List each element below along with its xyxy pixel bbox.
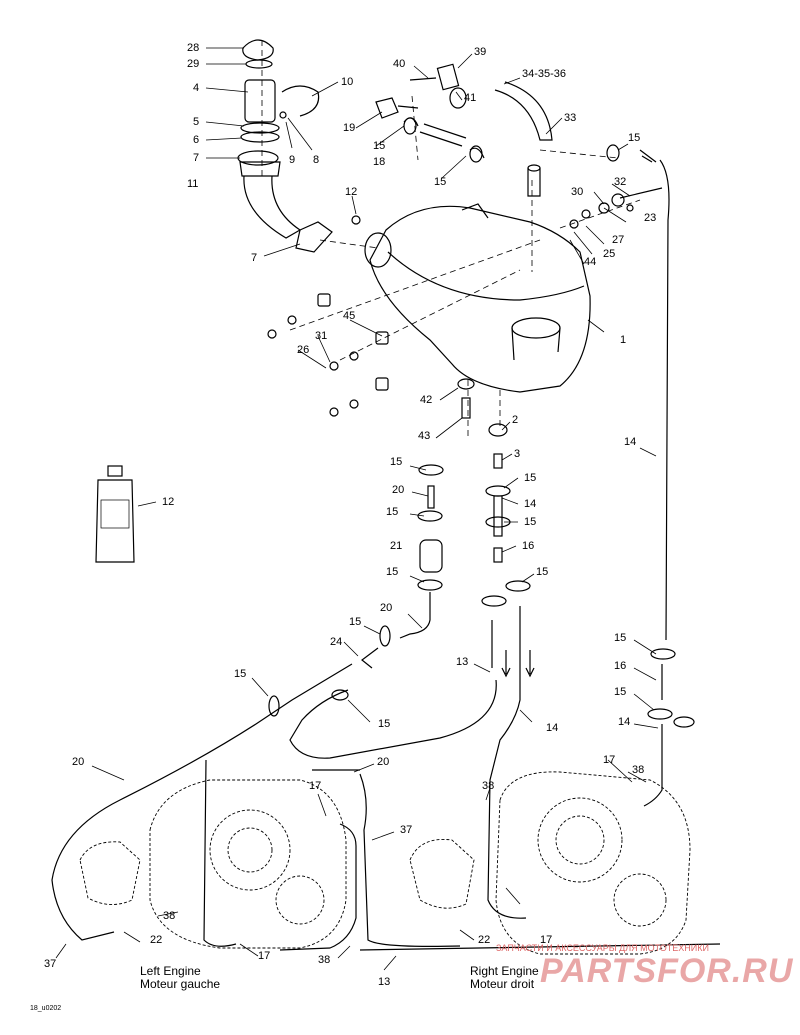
callout-4: 4: [193, 82, 200, 94]
callout-37: 37: [400, 824, 413, 836]
callout-3: 3: [514, 448, 521, 460]
callout-20: 20: [380, 602, 393, 614]
callout-32: 32: [614, 176, 627, 188]
callout-12: 12: [162, 496, 175, 508]
callout-20: 20: [72, 756, 85, 768]
callout-15: 15: [390, 456, 403, 468]
callout-41: 41: [464, 92, 477, 104]
callout-14: 14: [618, 716, 631, 728]
oil-bottle: [95, 465, 135, 563]
callout-17: 17: [258, 950, 271, 962]
callout-38: 38: [632, 764, 645, 776]
callout-16: 16: [522, 540, 535, 552]
fuel-tank: [364, 164, 591, 393]
callout-15: 15: [434, 176, 447, 188]
left-engine: [79, 779, 347, 949]
tank-mounting-hardware: [267, 187, 663, 417]
callout-15: 15: [524, 472, 537, 484]
flow-arrows: [501, 149, 657, 678]
right-engine-caption-fr: Moteur droit: [470, 977, 535, 991]
callout-42: 42: [420, 394, 433, 406]
callout-15: 15: [378, 718, 391, 730]
callout-18: 18: [373, 156, 386, 168]
callout-23: 23: [644, 212, 657, 224]
callout-15: 15: [536, 566, 549, 578]
callout-7: 7: [193, 152, 200, 164]
fuel-filter: [419, 485, 443, 573]
callout-17: 17: [309, 780, 322, 792]
callout-15: 15: [373, 140, 386, 152]
leader-lines: [55, 47, 659, 971]
callout-12: 12: [345, 186, 358, 198]
callout-38: 38: [482, 780, 495, 792]
callout-45: 45: [343, 310, 356, 322]
callout-15: 15: [386, 566, 399, 578]
tank-outlet-fittings: [457, 378, 508, 563]
callout-20: 20: [392, 484, 405, 496]
callout-13: 13: [378, 976, 391, 988]
callout-31: 31: [315, 330, 328, 342]
right-engine: [409, 771, 691, 955]
callout-15: 15: [386, 506, 399, 518]
callout-38: 38: [163, 910, 176, 922]
callout-33: 33: [564, 112, 577, 124]
left-engine-caption-en: Left Engine: [140, 964, 201, 978]
callout-22: 22: [478, 934, 491, 946]
fuel-cap-assembly: [237, 39, 333, 253]
callout-19: 19: [343, 122, 356, 134]
callout-29: 29: [187, 58, 200, 70]
callout-16: 16: [614, 660, 627, 672]
callout-15: 15: [628, 132, 641, 144]
callout-39: 39: [474, 46, 487, 58]
callout-6: 6: [193, 134, 200, 146]
callout-21: 21: [390, 540, 403, 552]
callout-14: 14: [624, 436, 637, 448]
callout-10: 10: [341, 76, 354, 88]
callout-7b: 7: [251, 252, 258, 264]
callout-9: 9: [289, 154, 296, 166]
callout-37: 37: [44, 958, 57, 970]
callout-15: 15: [349, 616, 362, 628]
callout-14: 14: [546, 722, 559, 734]
drawing-code: 18_u0202: [30, 1005, 62, 1012]
callout-11: 11: [187, 178, 199, 190]
callout-1: 1: [620, 334, 627, 346]
callout-17: 17: [540, 934, 553, 946]
watermark-tagline: ЗАПЧАСТИ И АКСЕССУАРЫ ДЛЯ МОТОТЕХНИКИ: [496, 943, 709, 953]
callout-24: 24: [330, 636, 343, 648]
callout-17: 17: [603, 754, 616, 766]
callout-2: 2: [512, 414, 519, 426]
callout-34-35-36: 34-35-36: [522, 68, 567, 80]
callout-15: 15: [524, 516, 537, 528]
callout-15: 15: [614, 686, 627, 698]
callout-27: 27: [612, 234, 625, 246]
watermark-logo: PARTSFOR.RU: [540, 952, 794, 990]
callout-43: 43: [418, 430, 431, 442]
callout-30: 30: [571, 186, 584, 198]
callout-38: 38: [318, 954, 331, 966]
callout-26: 26: [297, 344, 310, 356]
callout-5: 5: [193, 116, 200, 128]
callout-15: 15: [614, 632, 627, 644]
callout-20: 20: [377, 756, 390, 768]
vent-assembly: [375, 63, 553, 159]
fuel-hoses: [51, 159, 721, 951]
callout-8: 8: [313, 154, 320, 166]
right-engine-caption-en: Right Engine: [470, 964, 539, 978]
callout-28: 28: [187, 42, 200, 54]
callout-40: 40: [393, 58, 406, 70]
callout-25: 25: [603, 248, 616, 260]
callout-44: 44: [584, 256, 597, 268]
callout-13: 13: [456, 656, 469, 668]
callout-15: 15: [234, 668, 247, 680]
callout-22: 22: [150, 934, 163, 946]
callout-14: 14: [524, 498, 537, 510]
left-engine-caption-fr: Moteur gauche: [140, 977, 221, 991]
